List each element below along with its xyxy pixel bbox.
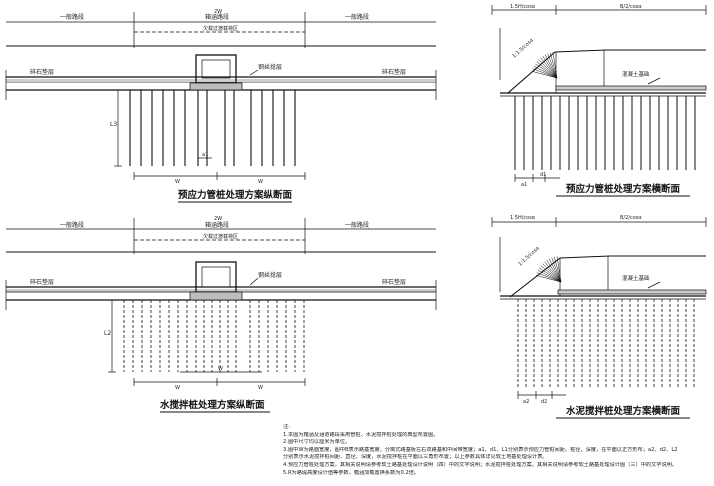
notes-block: 注: 1.本图为箱涵及涵道路段采用管桩、水泥搅拌桩处理的典型布置图。 2.图中尺…	[283, 424, 708, 477]
label-culvert-section: 箱涵路段	[205, 13, 229, 21]
slope-fan-bottom	[535, 256, 562, 283]
label-w-left-2: W	[175, 385, 180, 391]
fan-line	[535, 63, 558, 79]
label-w-left: W	[175, 179, 180, 185]
label-w-mid-2: W	[218, 366, 223, 372]
label-gravel-left: 碎石垫层	[30, 68, 54, 76]
label-l3: L3	[110, 121, 117, 128]
label-w-right-2: W	[258, 385, 263, 391]
label-left-road-2: 一般路段	[60, 221, 84, 229]
label-w-right: W	[258, 179, 263, 185]
label-culvert-section-2: 箱涵路段	[205, 221, 229, 229]
label-concrete-bottom: 混凝土基础	[622, 274, 650, 282]
label-pile-cap-2: 钢丝捻层	[258, 271, 282, 279]
fan-line	[533, 65, 558, 79]
cross-piles-bottom	[517, 299, 695, 388]
label-right-road-2: 一般路段	[345, 221, 369, 229]
fan-line	[544, 54, 558, 79]
label-a1-cross: a1	[521, 182, 527, 188]
fan-line	[531, 71, 558, 79]
label-right-road: 一般路段	[345, 13, 369, 21]
label-gravel-right: 碎石垫层	[382, 68, 406, 76]
fan-line	[552, 52, 558, 79]
fan-line	[532, 68, 558, 79]
dim-left-bottom: 1.5H/cosα	[510, 215, 536, 221]
fan-line	[535, 275, 562, 283]
fan-line	[556, 256, 562, 283]
label-d1: d1	[540, 172, 546, 178]
fan-line	[540, 57, 558, 79]
dim-2w-2: 2W	[214, 216, 222, 222]
label-left-road: 一般路段	[60, 13, 84, 21]
fan-line	[551, 257, 562, 283]
note-line: 2.图中尺寸均以厘米为单位。	[283, 439, 351, 446]
fan-line	[536, 61, 558, 79]
title-long-bottom: 水搅拌桩处理方案纵断面	[160, 399, 265, 411]
slope-fan-top	[531, 52, 558, 79]
slope-top: 1:1.5/cosα	[511, 37, 535, 59]
piles-top	[129, 90, 296, 166]
cross-section-bottom	[491, 217, 707, 399]
fan-line	[537, 269, 562, 283]
label-gravel-left-2: 碎石垫层	[30, 278, 54, 286]
label-pile-cap: 钢丝捻层	[258, 63, 282, 71]
label-transition-2: 欠载过渡载荷区	[203, 233, 238, 240]
note-line: 1.本图为箱涵及涵道路段采用管桩、水泥搅拌桩处理的典型布置图。	[283, 431, 439, 438]
fan-line	[538, 59, 558, 79]
fan-line	[554, 256, 562, 283]
cross-piles-top	[514, 96, 696, 170]
label-a1: a1	[202, 152, 208, 158]
fan-line	[544, 261, 562, 283]
label-a2: a2	[523, 399, 529, 405]
label-transition: 欠载过渡载荷区	[203, 25, 238, 32]
fan-line	[542, 263, 562, 283]
notes-heading: 注:	[283, 424, 290, 430]
long-section-top	[5, 12, 437, 180]
note-line: 5.R为路堤高度设计值等参数，箱涵加载置换系数为0.2倍。	[283, 469, 420, 476]
label-l2: L2	[104, 330, 111, 337]
piles-bottom	[123, 300, 305, 372]
note-line: 4.预应力管桩处理方案，其相关说明请参考软土路基处理设计说明（四）中的文字说明；…	[283, 461, 678, 468]
fan-line	[546, 260, 562, 283]
title-cross-top: 预应力管桩处理方案横断面	[566, 183, 681, 195]
fan-line	[550, 52, 558, 79]
fan-line	[548, 258, 562, 283]
fan-line	[540, 265, 562, 283]
fan-line	[536, 272, 562, 283]
fan-line	[542, 56, 558, 79]
slope-bottom: 1:1.5/cosα	[517, 245, 541, 267]
cross-section-top	[491, 5, 707, 182]
label-d2: d2	[541, 399, 547, 405]
dim-right-bottom: B/2/cosα	[620, 215, 642, 221]
title-cross-bottom: 水泥搅拌桩处理方案横断面	[566, 405, 681, 417]
note-line: 分别表示水泥搅拌桩间距、直径、深度，水泥搅拌桩在平面以三角形布置；以上参数具体详…	[283, 454, 548, 461]
dim-2w: 2W	[214, 9, 222, 15]
fan-line	[539, 267, 562, 283]
dim-left-top: 1.5H/cosα	[510, 4, 536, 10]
long-section-bottom	[5, 218, 437, 386]
note-line: 3.图中W为路面宽度，图中B表示路基宽度，分离式路基板左右双路基和中间带宽度；a…	[283, 446, 678, 453]
title-long-top: 预应力管桩处理方案纵断面	[178, 189, 293, 201]
dim-right-top: B/2/cosα	[620, 4, 642, 10]
label-gravel-right-2: 碎石垫层	[382, 278, 406, 286]
fan-line	[547, 53, 558, 79]
label-concrete-top: 混凝土基础	[622, 70, 650, 78]
